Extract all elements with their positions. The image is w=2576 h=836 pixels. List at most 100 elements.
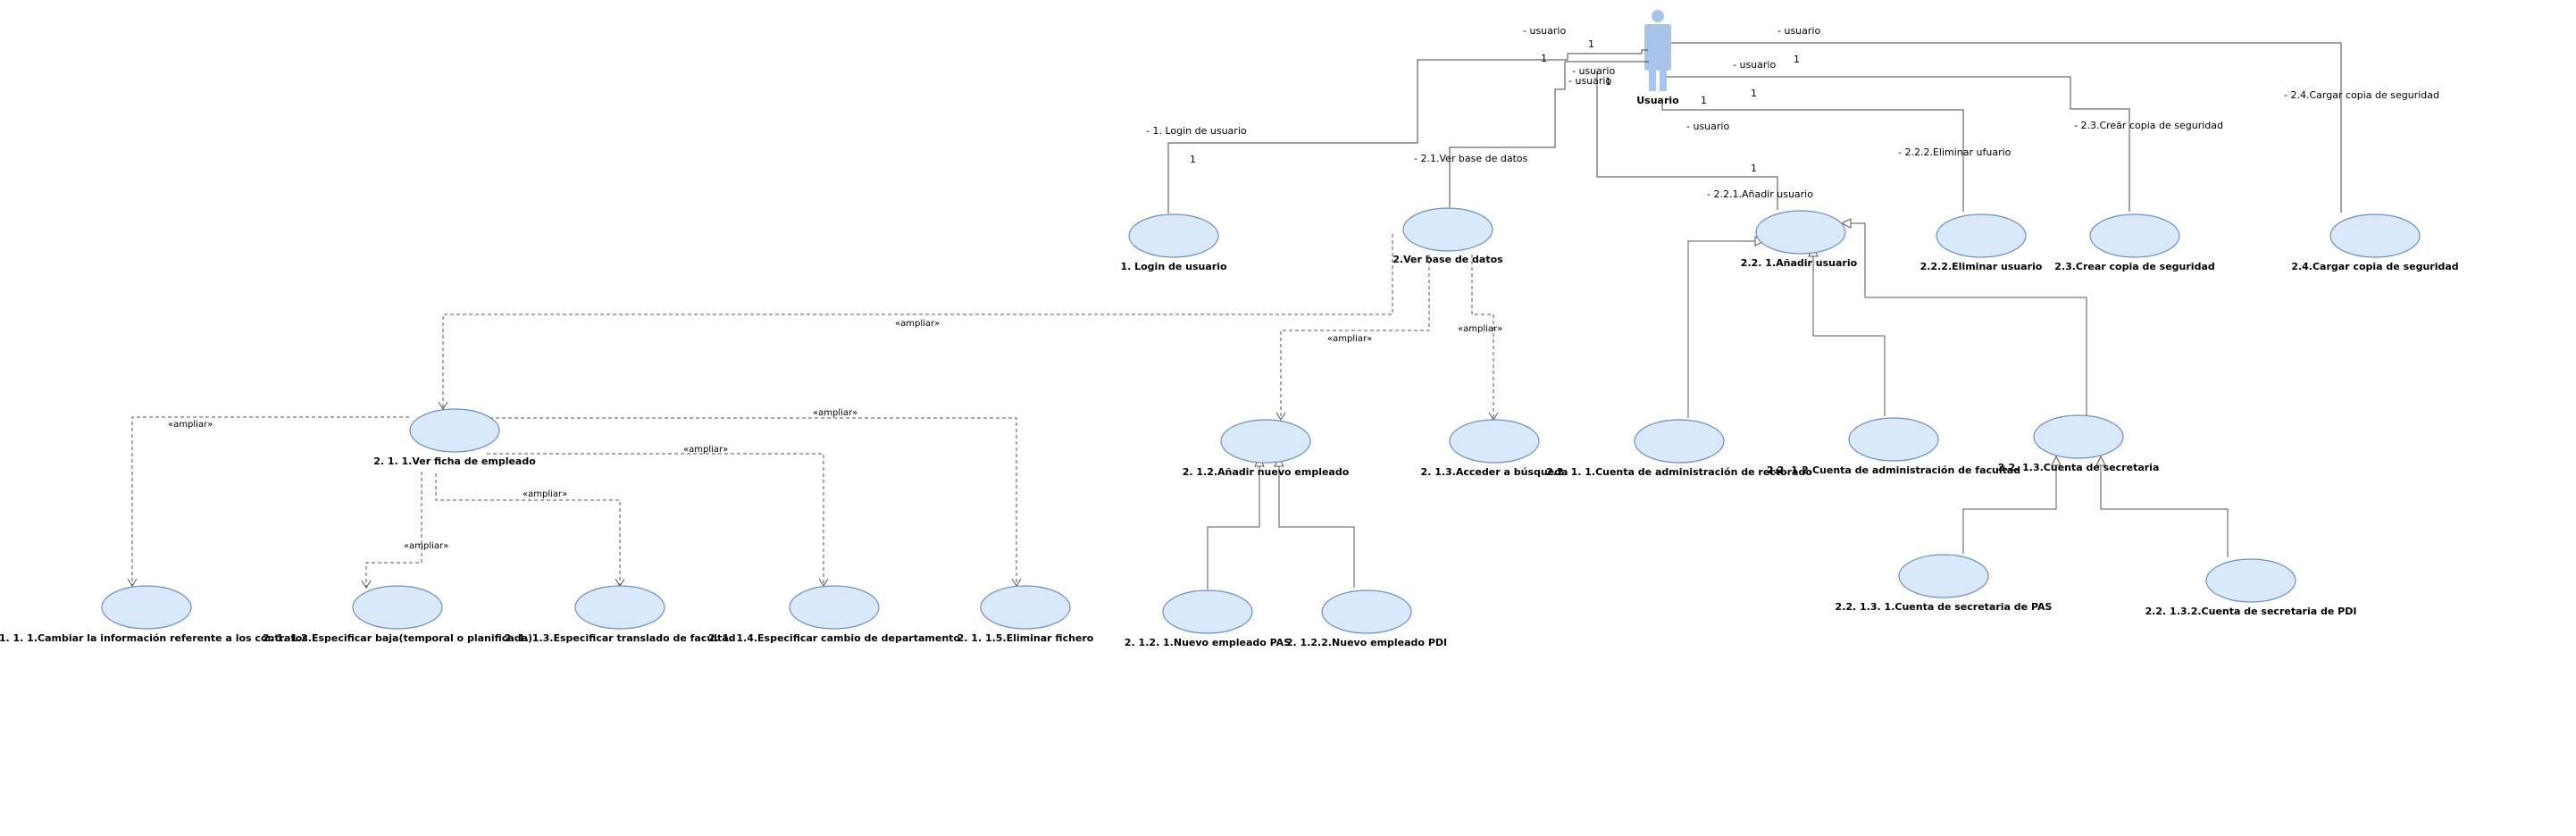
extend-especificar-traslado[interactable] [435, 473, 621, 585]
associations: - usuario - usuario - usuario - usuario … [1146, 25, 2439, 213]
use-case-ellipse [789, 585, 880, 630]
use-case-eliminar-fichero[interactable]: 2. 1. 1.5.Eliminar fichero [958, 585, 1094, 644]
use-case-ellipse [1162, 589, 1253, 634]
extend-label-especificar-departamento: «ampliar» [683, 445, 728, 455]
use-case-ver-bd[interactable]: 2.Ver base de datos [1393, 207, 1503, 265]
actor-leg-right-icon [1660, 68, 1667, 91]
use-case-label: 2. 1.3.Acceder a búsqueda [1421, 466, 1568, 478]
use-case-label: 2. 1.2. 1.Nuevo empleado PAS [1125, 637, 1291, 648]
use-case-label: 2.2. 1. 1.Cuenta de administración de re… [1546, 466, 1812, 478]
generalizations [1207, 218, 2229, 589]
use-case-nuevo-pas[interactable]: 2. 1.2. 1.Nuevo empleado PAS [1125, 589, 1291, 648]
assoc-eliminar-usuario[interactable] [1661, 99, 1964, 212]
use-case-anadir-empleado[interactable]: 2. 1.2.Añadir nuevo empleado [1183, 419, 1350, 478]
use-case-label: 2. 1. 1.4.Especificar cambio de departam… [708, 632, 960, 644]
extend-label-especificar-traslado: «ampliar» [523, 489, 567, 499]
extend-especificar-baja[interactable] [365, 472, 422, 587]
use-case-ver-ficha[interactable]: 2. 1. 1.Ver ficha de empleado [373, 408, 536, 467]
assoc-label-usuario-3: - usuario [1568, 75, 1611, 87]
actor-usuario[interactable]: Usuario [1636, 10, 1679, 106]
extend-label-eliminar-fichero: «ampliar» [813, 408, 857, 418]
use-case-ellipse [1936, 213, 2027, 258]
gen-cuenta-secretaria[interactable] [1851, 222, 2087, 415]
use-case-cargar-copia[interactable]: 2.4.Cargar copia de seguridad [2291, 213, 2459, 272]
multiplicity-5: 1 [1751, 88, 1757, 99]
use-case-ellipse [980, 585, 1071, 630]
use-case-label: 2.2. 1.Añadir usuario [1741, 257, 1858, 269]
use-case-ellipse [1634, 419, 1725, 464]
extend-label-cambiar-info: «ampliar» [168, 420, 213, 430]
use-case-label: 2.3.Crear copia de seguridad [2054, 261, 2215, 272]
use-case-label: 2.Ver base de datos [1393, 254, 1503, 265]
assoc-login[interactable] [1167, 49, 1648, 213]
use-case-label: 2.2. 1.3.Cuenta de secretaria [1998, 462, 2160, 473]
multiplicity-1: 1 [1588, 38, 1594, 50]
use-case-cuenta-facultad[interactable]: 2.2. 1.2.Cuenta de administración de fac… [1767, 417, 2020, 476]
use-case-cambiar-info[interactable]: 2. 1. 1. 1.Cambiar la información refere… [0, 585, 308, 644]
actor-leg-left-icon [1649, 68, 1656, 91]
use-case-label: 2. 1.2.2.Nuevo empleado PDI [1286, 637, 1447, 648]
extend-especificar-departamento[interactable] [487, 453, 824, 585]
gen-arrowhead-icon [2095, 455, 2106, 466]
use-case-label: 2.2. 1.3. 1.Cuenta de secretaria de PAS [1836, 601, 2053, 613]
extend-arrowhead-icon [361, 580, 372, 589]
use-cases: 1. Login de usuario 2.Ver base de datos … [0, 207, 2459, 648]
use-case-secretaria-pas[interactable]: 2.2. 1.3. 1.Cuenta de secretaria de PAS [1836, 554, 2053, 613]
multiplicity-3: 1 [1605, 76, 1611, 88]
gen-secretaria-pas[interactable] [1962, 465, 2057, 554]
use-case-login[interactable]: 1. Login de usuario [1120, 213, 1227, 272]
use-case-ellipse [101, 585, 192, 630]
use-case-crear-copia[interactable]: 2.3.Crear copia de seguridad [2054, 213, 2215, 272]
assoc-label-usuario-4: - usuario [1686, 121, 1729, 132]
extend-ver-ficha[interactable] [442, 234, 1393, 408]
gen-cuenta-rectorado[interactable] [1687, 240, 1755, 418]
use-case-label: 2. 1.2.Añadir nuevo empleado [1183, 466, 1350, 478]
extend-eliminar-fichero[interactable] [489, 417, 1017, 585]
use-case-secretaria-pdi[interactable]: 2.2. 1.3.2.Cuenta de secretaria de PDI [2145, 558, 2357, 617]
use-case-cuenta-rectorado[interactable]: 2.2. 1. 1.Cuenta de administración de re… [1546, 419, 1812, 478]
extend-acceder-busqueda[interactable] [1471, 255, 1494, 419]
assoc-anadir-usuario[interactable] [1596, 71, 1778, 210]
assoc-label-login: - 1. Login de usuario [1146, 125, 1247, 137]
assoc-label-ver-bd: - 2.1.Ver base de datos [1414, 153, 1528, 164]
use-case-cuenta-secretaria[interactable]: 2.2. 1.3.Cuenta de secretaria [1998, 414, 2160, 473]
extend-label-anadir-empleado: «ampliar» [1327, 334, 1372, 344]
use-case-label: 2. 1. 1.2.Especificar baja(temporal o pl… [263, 632, 532, 644]
multiplicity-7: 1 [1190, 154, 1196, 165]
gen-nuevo-pdi[interactable] [1278, 466, 1355, 588]
gen-secretaria-pdi[interactable] [2100, 465, 2229, 557]
use-case-label: 2. 1. 1. 1.Cambiar la información refere… [0, 632, 308, 644]
use-case-ellipse [1755, 210, 1846, 255]
assoc-label-cargar-copia: - 2.4.Cargar copia de seguridad [2284, 89, 2439, 101]
use-case-label: 2. 1. 1.5.Eliminar fichero [958, 632, 1094, 644]
use-case-anadir-usuario[interactable]: 2.2. 1.Añadir usuario [1741, 210, 1858, 269]
use-case-acceder-busqueda[interactable]: 2. 1.3.Acceder a búsqueda [1421, 419, 1568, 478]
assoc-crear-copia[interactable] [1667, 76, 2130, 212]
use-case-nuevo-pdi[interactable]: 2. 1.2.2.Nuevo empleado PDI [1286, 589, 1447, 648]
use-case-label: 2.2. 1.3.2.Cuenta de secretaria de PDI [2145, 606, 2357, 617]
extend-relations: «ampliar» «ampliar» «ampliar» «ampliar» … [127, 234, 1502, 589]
use-case-ellipse [2329, 213, 2421, 258]
use-case-especificar-departamento[interactable]: 2. 1. 1.4.Especificar cambio de departam… [708, 585, 960, 644]
gen-arrowhead-icon [1840, 218, 1852, 229]
gen-nuevo-pas[interactable] [1207, 466, 1260, 589]
actor-name: Usuario [1636, 95, 1679, 106]
use-case-ellipse [1449, 419, 1540, 464]
use-case-label: 2.2. 1.2.Cuenta de administración de fac… [1767, 464, 2020, 476]
actor-body-icon [1644, 24, 1671, 71]
use-case-ellipse [352, 585, 443, 630]
assoc-label-eliminar-usuario: - 2.2.2.Eliminar ufuario [1898, 146, 2011, 158]
assoc-ver-bd[interactable] [1449, 61, 1649, 207]
gen-cuenta-facultad[interactable] [1812, 256, 1886, 416]
use-case-ellipse [409, 408, 500, 453]
use-case-eliminar-usuario[interactable]: 2.2.2.Eliminar usuario [1920, 213, 2043, 272]
use-case-ellipse [1220, 419, 1311, 464]
use-case-ellipse [2033, 414, 2124, 459]
extend-arrowhead-icon [818, 578, 829, 587]
assoc-cargar-copia[interactable] [1671, 42, 2342, 213]
extend-anadir-empleado[interactable] [1280, 255, 1430, 419]
assoc-label-usuario-2: - usuario [1572, 65, 1615, 77]
use-case-especificar-baja[interactable]: 2. 1. 1.2.Especificar baja(temporal o pl… [263, 585, 532, 644]
extend-cambiar-info[interactable] [131, 416, 409, 585]
use-case-especificar-traslado[interactable]: 2. 1. 1.3.Especificar translado de facul… [504, 585, 736, 644]
